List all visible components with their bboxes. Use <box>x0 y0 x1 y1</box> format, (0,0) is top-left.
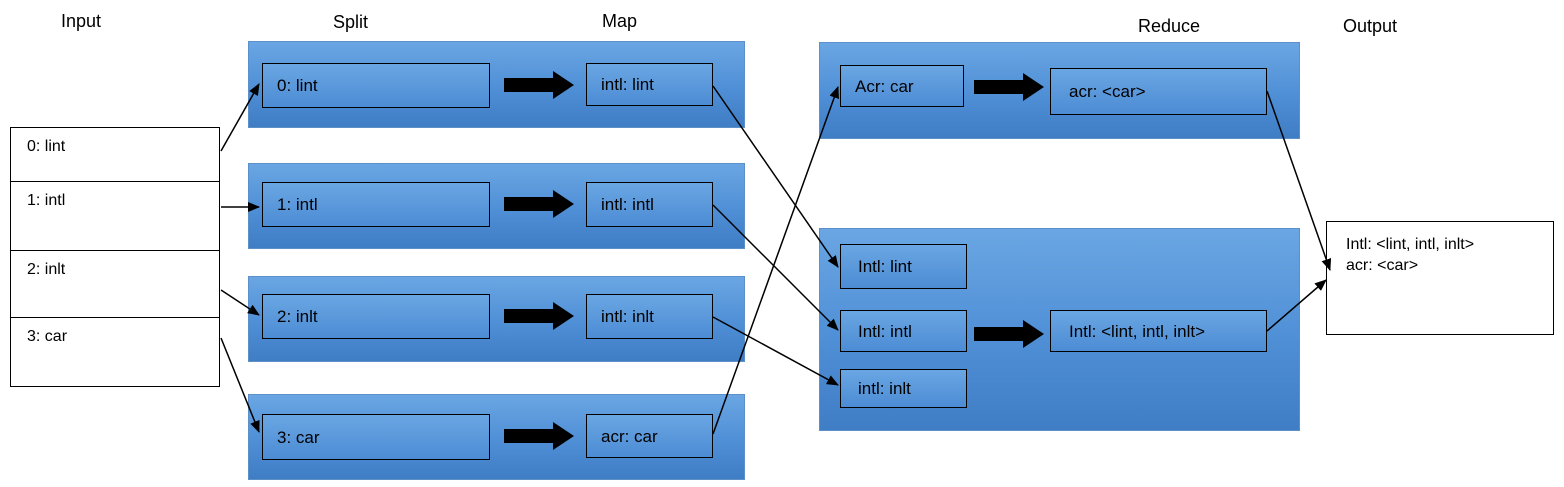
thick-arrow-icon <box>974 320 1044 348</box>
input-row-label: 1: intl <box>27 192 66 209</box>
split-box-0: 0: lint <box>262 63 490 108</box>
thick-arrow-icon <box>504 71 574 99</box>
input-row-label: 2: inlt <box>27 261 66 278</box>
edge-reduce-output-acr <box>1266 90 1332 271</box>
reduce-result-acr: acr: <car> <box>1050 68 1267 115</box>
map-box-2: intl: inlt <box>586 294 713 339</box>
split-box-2: 2: inlt <box>262 294 490 339</box>
map-box-3: acr: car <box>586 414 713 458</box>
split-box-1: 1: intl <box>262 182 490 227</box>
edge-map-reduce-3 <box>712 86 839 435</box>
reduce-input-acr-car: Acr: car <box>840 65 964 107</box>
reduce-input-intl-lint: Intl: lint <box>840 244 967 289</box>
edge-map-reduce-0 <box>712 85 839 268</box>
output-box: Intl: <lint, intl, inlt> acr: <car> <box>1326 221 1554 335</box>
reduce-input-intl-inlt: intl: inlt <box>840 369 967 408</box>
input-row-0: 0: lint <box>10 127 220 182</box>
output-line: acr: <car> <box>1346 257 1419 274</box>
input-row-2: 2: inlt <box>10 250 220 318</box>
thick-arrow-icon <box>504 302 574 330</box>
heading-reduce: Reduce <box>1138 16 1201 36</box>
input-row-3: 3: car <box>10 317 220 387</box>
edge-input-split-2 <box>220 289 260 316</box>
input-row-1: 1: intl <box>10 181 220 251</box>
edge-map-reduce-2 <box>712 316 839 386</box>
edge-input-split-3 <box>220 337 260 433</box>
heading-input: Input <box>61 11 102 31</box>
reduce-result-intl: Intl: <lint, intl, inlt> <box>1050 310 1267 352</box>
reduce-input-intl-intl: Intl: intl <box>840 310 967 352</box>
split-box-3: 3: car <box>262 414 490 460</box>
heading-output: Output <box>1343 16 1398 36</box>
thick-arrow-icon <box>504 422 574 450</box>
input-row-label: 0: lint <box>27 138 66 155</box>
heading-split: Split <box>333 12 369 32</box>
edge-reduce-output-intl <box>1266 279 1327 332</box>
edge-map-reduce-1 <box>712 204 839 331</box>
input-row-label: 3: car <box>27 328 68 345</box>
thick-arrow-icon <box>504 190 574 218</box>
heading-map: Map <box>602 11 638 31</box>
thick-arrow-icon <box>974 73 1044 101</box>
map-box-1: intl: intl <box>586 182 713 227</box>
output-line: Intl: <lint, intl, inlt> <box>1346 236 1475 253</box>
map-box-0: intl: lint <box>586 63 713 106</box>
edge-input-split-0 <box>220 83 260 152</box>
